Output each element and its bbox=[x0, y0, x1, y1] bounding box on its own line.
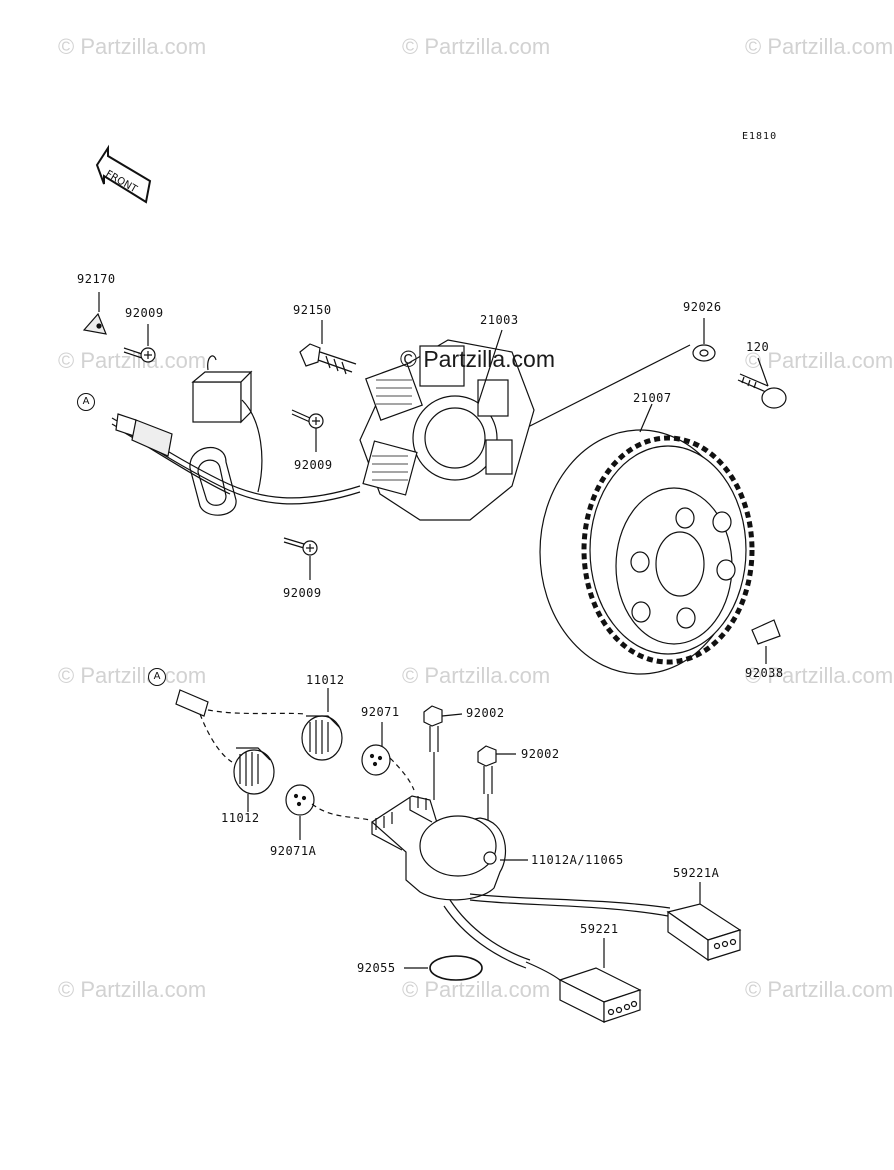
stator-21003-icon bbox=[359, 329, 535, 521]
watermark: © Partzilla.com bbox=[58, 348, 207, 373]
bolt-120-icon bbox=[737, 357, 787, 409]
part-label-92071[interactable]: 92071 bbox=[361, 705, 400, 719]
part-label-11012A-11065[interactable]: 11012A/11065 bbox=[531, 853, 624, 867]
part-label-92009-mid[interactable]: 92009 bbox=[294, 458, 333, 472]
front-arrow-icon: FRONT bbox=[95, 144, 152, 204]
part-label-92071A[interactable]: 92071A bbox=[270, 844, 317, 858]
callout-a-bottom: A bbox=[148, 668, 166, 686]
connector-59221-icon bbox=[525, 938, 642, 1023]
part-label-92002-a[interactable]: 92002 bbox=[466, 706, 505, 720]
harness-wire-a bbox=[469, 893, 671, 909]
part-label-11012-left[interactable]: 11012 bbox=[221, 811, 260, 825]
clamp-92170-icon bbox=[82, 312, 107, 335]
part-label-92038[interactable]: 92038 bbox=[745, 666, 784, 680]
part-label-120[interactable]: 120 bbox=[746, 340, 770, 354]
pickup-coil-icon bbox=[191, 355, 263, 493]
part-label-21003[interactable]: 21003 bbox=[480, 313, 519, 327]
generator-cover-icon bbox=[371, 795, 528, 901]
screw-92009-low-icon bbox=[283, 537, 318, 580]
connector-59221A-icon bbox=[666, 882, 742, 962]
part-label-92026[interactable]: 92026 bbox=[683, 300, 722, 314]
part-label-92009-top[interactable]: 92009 bbox=[125, 306, 164, 320]
grommet-plate-icon bbox=[189, 447, 237, 516]
pin-connector-icon bbox=[175, 689, 209, 717]
grommet-92071-icon bbox=[361, 722, 391, 776]
cap-11012-top-icon bbox=[301, 688, 343, 761]
watermark: © Partzilla.com bbox=[402, 663, 551, 688]
watermark: © Partzilla.com bbox=[58, 663, 207, 688]
part-label-92055[interactable]: 92055 bbox=[357, 961, 396, 975]
part-label-92009-low[interactable]: 92009 bbox=[283, 586, 322, 600]
part-label-92170[interactable]: 92170 bbox=[77, 272, 116, 286]
washer-92026-icon bbox=[692, 344, 716, 362]
grommet-92071A-icon bbox=[285, 784, 315, 840]
watermark: © Partzilla.com bbox=[402, 977, 551, 1002]
watermark: © Partzilla.com bbox=[58, 977, 207, 1002]
callout-a-top: A bbox=[77, 393, 95, 411]
center-watermark: © Partzilla.com bbox=[400, 346, 555, 372]
part-label-59221A[interactable]: 59221A bbox=[673, 866, 720, 880]
bolt-92150-icon bbox=[299, 320, 357, 375]
connector-a-icon bbox=[115, 413, 173, 457]
o-ring-92055-icon bbox=[429, 955, 483, 981]
watermark: © Partzilla.com bbox=[58, 34, 207, 59]
cap-11012-left-icon bbox=[233, 747, 275, 812]
watermark: © Partzilla.com bbox=[402, 34, 551, 59]
part-label-92002-b[interactable]: 92002 bbox=[521, 747, 560, 761]
watermark: © Partzilla.com bbox=[745, 34, 894, 59]
watermark: © Partzilla.com bbox=[745, 663, 894, 688]
screw-92009-mid-icon bbox=[291, 409, 324, 452]
bolt-92002-a-icon bbox=[423, 705, 463, 800]
flywheel-21007-icon bbox=[539, 403, 755, 675]
watermark: © Partzilla.com bbox=[745, 348, 894, 373]
part-label-92150[interactable]: 92150 bbox=[293, 303, 332, 317]
part-label-21007[interactable]: 21007 bbox=[633, 391, 672, 405]
diagram-code: E1810 bbox=[742, 131, 778, 142]
part-label-11012-top[interactable]: 11012 bbox=[306, 673, 345, 687]
watermark: © Partzilla.com bbox=[745, 977, 894, 1002]
screw-92009-icon bbox=[123, 324, 156, 363]
part-label-59221[interactable]: 59221 bbox=[580, 922, 619, 936]
key-92038-icon bbox=[751, 619, 781, 645]
